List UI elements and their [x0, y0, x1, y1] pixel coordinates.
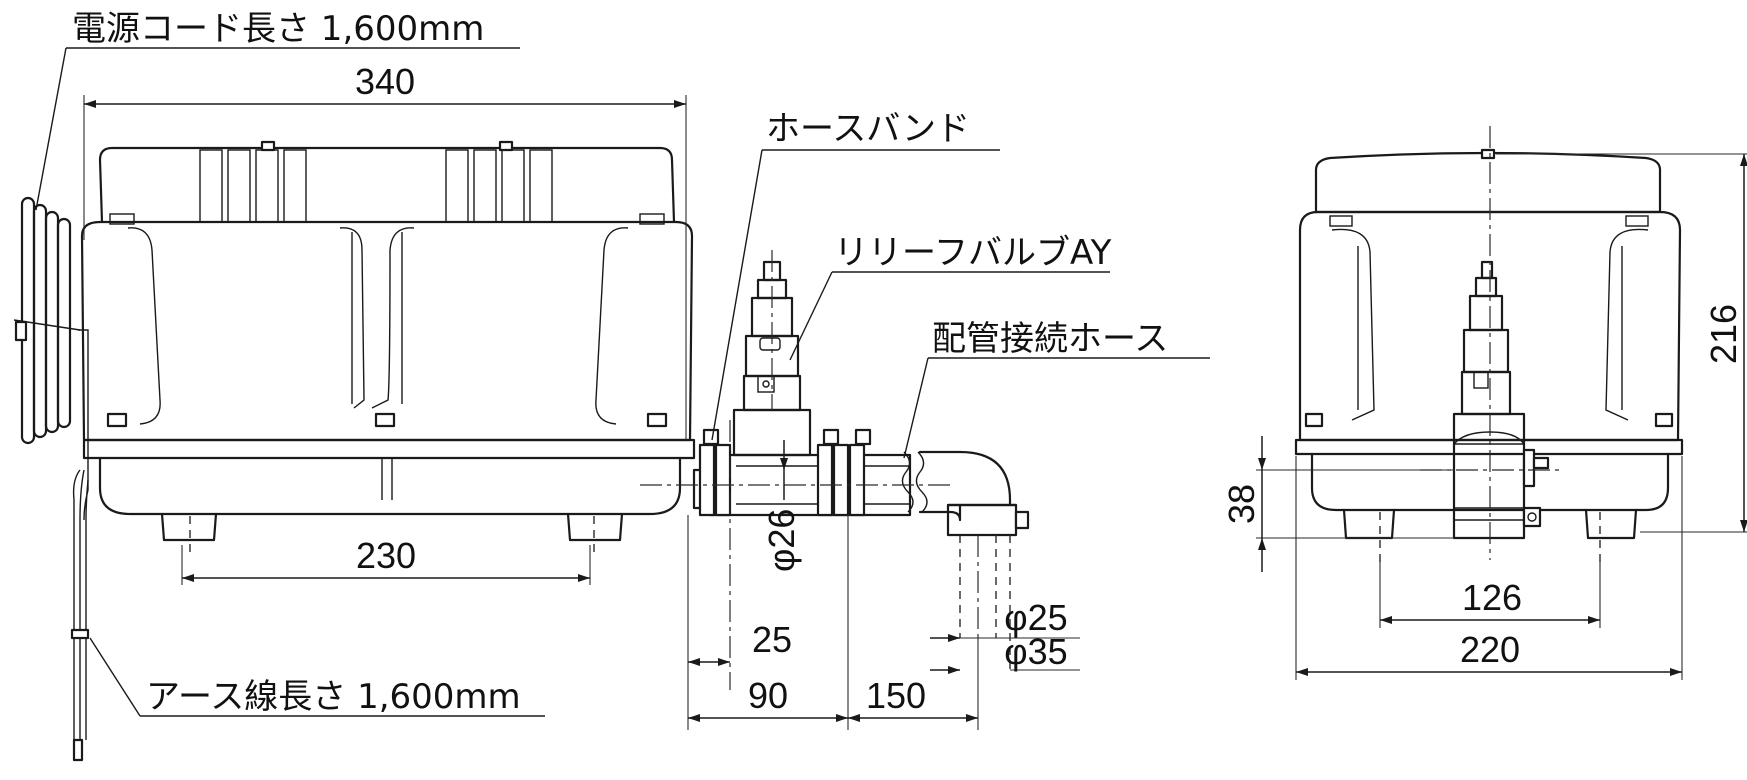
dim-text-38: 38 — [1221, 484, 1262, 524]
front-view: 電源コード長さ 1,600mm ホースバンド リリーフバルブAY 配管接続ホース… — [13, 9, 1210, 762]
outlet-manifold — [692, 408, 912, 517]
dim-text-phi35: φ35 — [1004, 631, 1067, 672]
dim-text-230: 230 — [356, 535, 416, 576]
side-view: 216 38 126 220 — [1221, 126, 1747, 680]
dim-text-340: 340 — [355, 61, 415, 102]
dim-text-25: 25 — [752, 619, 792, 660]
upper-casing — [80, 140, 694, 442]
earth-wire-label: アース線長さ 1,600mm — [146, 677, 521, 717]
dim-text-150: 150 — [866, 675, 926, 716]
front-extension-lines — [83, 95, 1080, 730]
dim-text-220: 220 — [1460, 629, 1520, 670]
dim-text-phi26: φ26 — [761, 509, 802, 572]
pipe-hose-label: 配管接続ホース — [932, 319, 1168, 359]
power-cord-label: 電源コード長さ 1,600mm — [72, 9, 484, 49]
dim-text-126: 126 — [1462, 577, 1522, 618]
lower-base — [82, 438, 696, 556]
connection-hose — [901, 450, 1030, 670]
dim-text-216: 216 — [1703, 304, 1744, 364]
dim-text-90: 90 — [748, 675, 788, 716]
power-cord-coil — [13, 196, 89, 445]
hose-band-label: ホースバンド — [766, 109, 970, 149]
earth-wire — [70, 442, 90, 762]
relief-valve-label: リリーフバルブAY — [834, 233, 1112, 273]
front-leaders — [35, 47, 1210, 717]
dim-text-phi25: φ25 — [1004, 597, 1067, 638]
